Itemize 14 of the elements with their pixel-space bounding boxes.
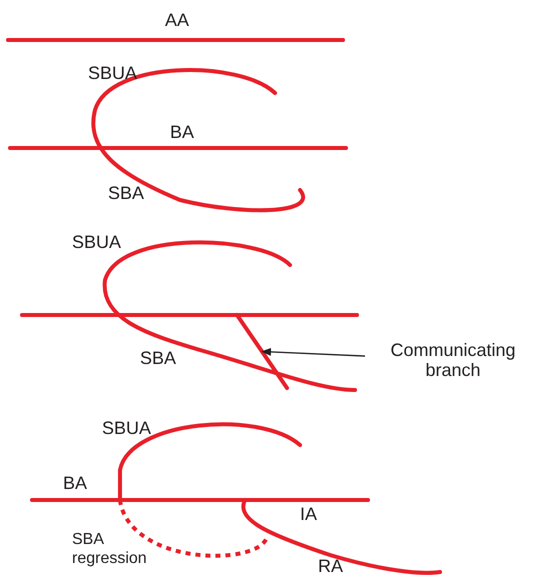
artery-label: SBUA	[72, 232, 122, 252]
leader-line	[261, 348, 366, 357]
artery-label: SBA regression	[72, 530, 148, 568]
callout-text: Communicating branch	[368, 340, 538, 380]
artery-label: BA	[63, 473, 88, 493]
artery-label: AA	[165, 10, 190, 30]
artery-label: SBA	[140, 348, 176, 368]
artery-label: IA	[300, 504, 318, 524]
artery-label: BA	[170, 122, 194, 142]
communicating-artery	[235, 313, 289, 390]
artery-label: RA	[318, 556, 344, 575]
artery-label: SBUA	[102, 418, 152, 438]
artery-label: SBUA	[88, 63, 138, 83]
artery-label: SBA	[108, 183, 144, 203]
